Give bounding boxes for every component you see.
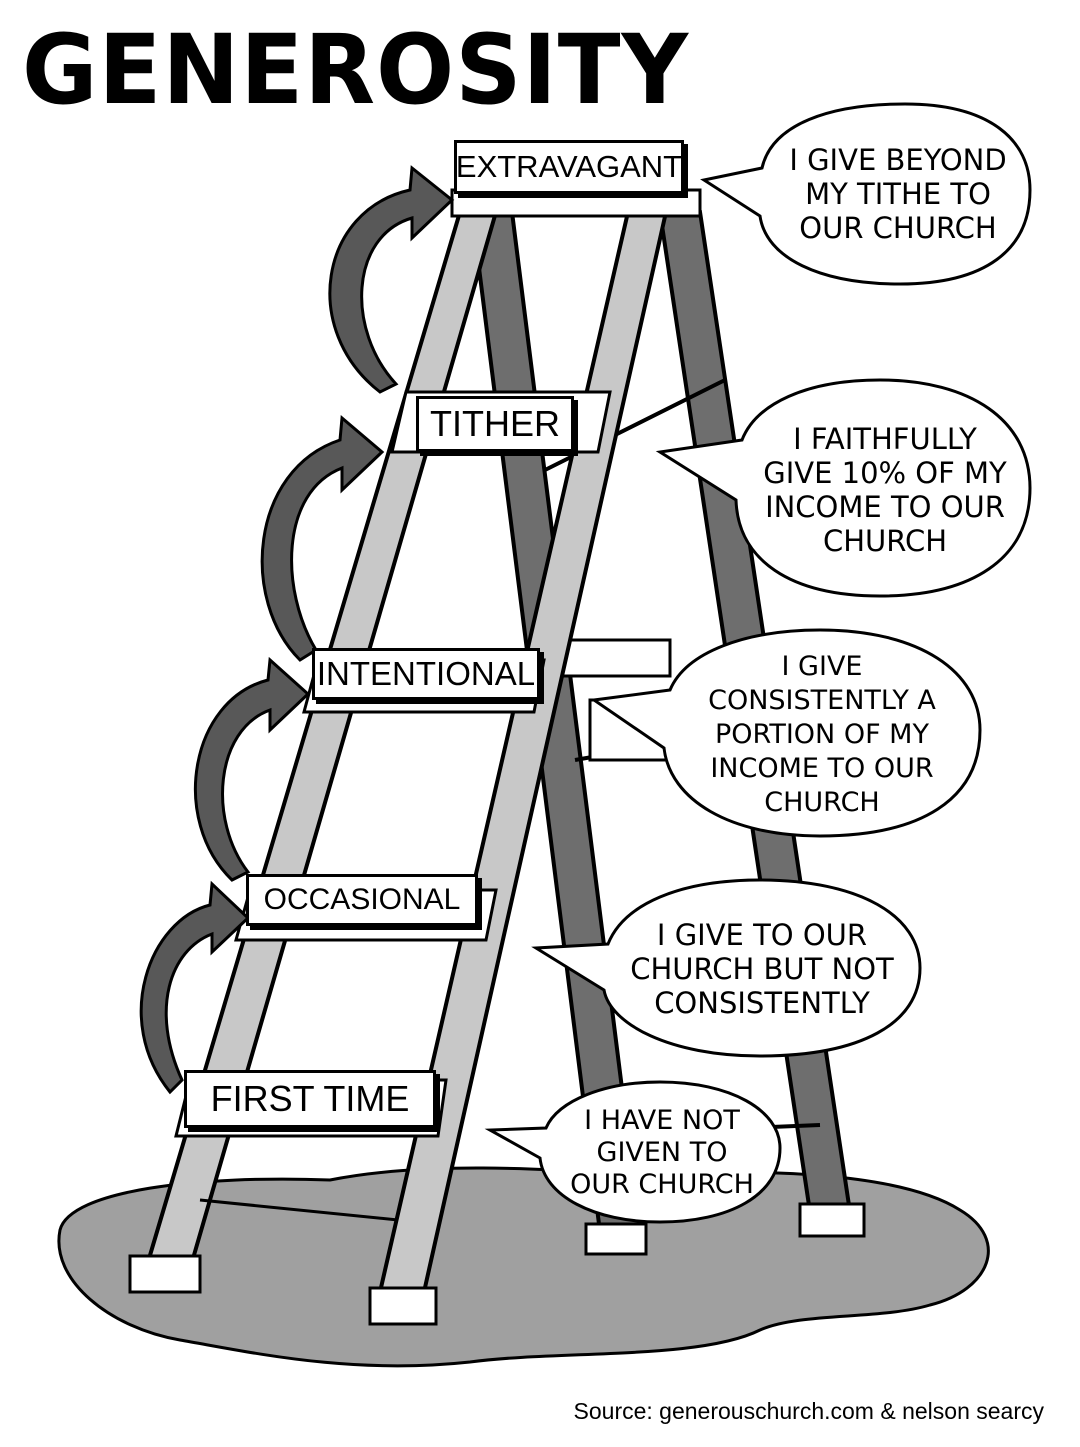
level-label-first-time: FIRST TIME bbox=[184, 1070, 436, 1128]
arrow-intentional-to-tither-icon bbox=[260, 414, 385, 662]
ladder-back-foot-right bbox=[798, 1202, 866, 1238]
bubble-shape-tither bbox=[655, 378, 1032, 598]
ladder-back-foot-left bbox=[584, 1222, 648, 1256]
bubble-shape-occasional bbox=[531, 878, 922, 1058]
ladder-front-brace bbox=[199, 1198, 399, 1222]
level-label-intentional: INTENTIONAL bbox=[312, 648, 540, 700]
source-credit: Source: generouschurch.com & nelson sear… bbox=[573, 1398, 1044, 1424]
level-label-tither: TITHER bbox=[416, 396, 574, 452]
bubble-shape-intentional bbox=[589, 628, 982, 838]
progress-arrows bbox=[139, 165, 455, 1095]
bubble-text-occasional: I GIVE TO OUR CHURCH BUT NOT CONSISTENTL… bbox=[630, 918, 894, 1020]
arrow-tither-to-extravagant-icon bbox=[328, 165, 455, 394]
ladder-top-cap bbox=[450, 188, 702, 218]
bubble-text-first-time: I HAVE NOT GIVEN TO OUR CHURCH bbox=[570, 1105, 754, 1200]
arrow-first-to-occasional-icon bbox=[139, 880, 251, 1095]
ladder-front-foot-left bbox=[128, 1254, 202, 1294]
ground-shadow bbox=[57, 1166, 990, 1368]
diagram-title: GENEROSITY bbox=[22, 14, 690, 127]
bubble-text-extravagant: I GIVE BEYOND MY TITHE TO OUR CHURCH bbox=[789, 143, 1007, 245]
bubble-shape-extravagant bbox=[700, 102, 1032, 286]
ladder-hinge bbox=[558, 638, 672, 678]
bubble-text-tither: I FAITHFULLY GIVE 10% OF MY INCOME TO OU… bbox=[763, 422, 1007, 558]
ladder-front-foot-right bbox=[368, 1286, 438, 1326]
bubble-text-intentional: I GIVE CONSISTENTLY A PORTION OF MY INCO… bbox=[708, 651, 936, 818]
level-label-extravagant: EXTRAVAGANT bbox=[454, 140, 684, 194]
bubble-shape-first-time bbox=[484, 1080, 782, 1224]
arrow-occasional-to-intentional-icon bbox=[193, 656, 311, 882]
level-label-occasional: OCCASIONAL bbox=[246, 874, 478, 926]
